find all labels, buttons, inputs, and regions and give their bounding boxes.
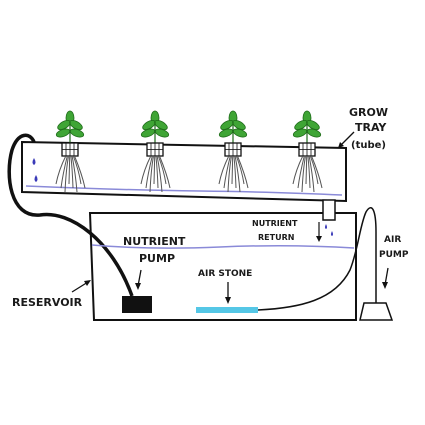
plant-root [149, 155, 154, 193]
return-pipe [322, 199, 336, 221]
plant-leaf [218, 128, 234, 138]
plant-root [231, 155, 234, 185]
plant-root [218, 155, 230, 185]
plant-root [155, 155, 159, 189]
return-arrow-head [316, 236, 322, 242]
reservoir-pointer [71, 281, 89, 293]
air-stone-label: AIR STONE [198, 269, 252, 279]
nutrient-return-label-2: RETURN [258, 233, 294, 242]
plant-leaf [69, 128, 85, 138]
reservoir-label: RESERVOIR [12, 296, 83, 309]
arrow-head [382, 282, 388, 289]
grow-tray-label-3: (tube) [351, 140, 386, 151]
plant-leaf [306, 128, 322, 138]
arrow-head [338, 142, 344, 148]
plant [140, 110, 171, 193]
plant-leaf [154, 119, 168, 131]
air-pump-label: AIR [384, 235, 401, 245]
plant-leaf [154, 128, 170, 138]
plant-root [301, 155, 306, 193]
plant-leaf [232, 119, 246, 131]
plant-root [237, 155, 249, 189]
nutrient-pump-label-2: PUMP [139, 252, 175, 265]
drip-drop [34, 175, 38, 182]
plant-root [70, 155, 74, 189]
plant-root [153, 155, 156, 185]
reservoir [88, 212, 357, 321]
plant-root [145, 155, 153, 189]
nutrient-pump-label: NUTRIENT [123, 235, 186, 248]
plant-root [71, 155, 78, 193]
plant-leaf [306, 119, 320, 131]
drip-drop [331, 231, 333, 236]
plants [55, 110, 323, 193]
plant-root [64, 155, 69, 193]
plant-leaf [69, 119, 83, 131]
arrow-head [84, 280, 91, 286]
plant [218, 110, 249, 193]
plant-root [140, 155, 152, 185]
plant-root [60, 155, 68, 189]
plant-root [74, 155, 86, 189]
plant-root [72, 155, 82, 185]
grow-tray-label-2: TRAY [355, 121, 387, 134]
plant-root [297, 155, 305, 189]
plant-root [308, 155, 315, 193]
plant-root [157, 155, 167, 185]
reservoir-water-line [91, 244, 355, 249]
plant-root [311, 155, 323, 189]
plant-leaf [232, 128, 248, 138]
plant-leaf [292, 128, 308, 138]
plant-root [292, 155, 304, 185]
plant [55, 110, 86, 193]
air-stone [196, 307, 258, 313]
plant-root [68, 155, 71, 185]
plant-root [233, 155, 237, 189]
reservoir-outline [88, 212, 357, 321]
plant-root [309, 155, 319, 185]
plant-root [234, 155, 241, 193]
plant-root [159, 155, 171, 189]
air-pump-label-2: PUMP [379, 250, 409, 260]
plant-leaf [140, 128, 156, 138]
plant-root [156, 155, 163, 193]
supply-drips [32, 158, 38, 182]
drip-drop [325, 224, 327, 229]
grow-tray-label: GROW [349, 106, 388, 119]
plant-root [235, 155, 245, 185]
nutrient-return-pipe [316, 199, 336, 242]
pointer-arrows [71, 131, 389, 304]
plant-root [227, 155, 232, 193]
arrow-head [225, 297, 231, 304]
grow-tray-water-line [25, 185, 343, 196]
plant-root [307, 155, 311, 189]
plant-root [223, 155, 231, 189]
plant-leaf [55, 128, 71, 138]
nutrient-pump [122, 296, 152, 313]
nutrient-return-label: NUTRIENT [252, 219, 298, 228]
drip-drop [32, 158, 36, 165]
plant [292, 110, 323, 193]
arrow-head [135, 283, 141, 290]
plant-root [305, 155, 308, 185]
plant-root [55, 155, 67, 185]
air-pump [359, 302, 394, 321]
grow-tray-pointer [339, 131, 355, 147]
air-line [257, 207, 377, 311]
nutrient-supply-tube [7, 133, 134, 297]
